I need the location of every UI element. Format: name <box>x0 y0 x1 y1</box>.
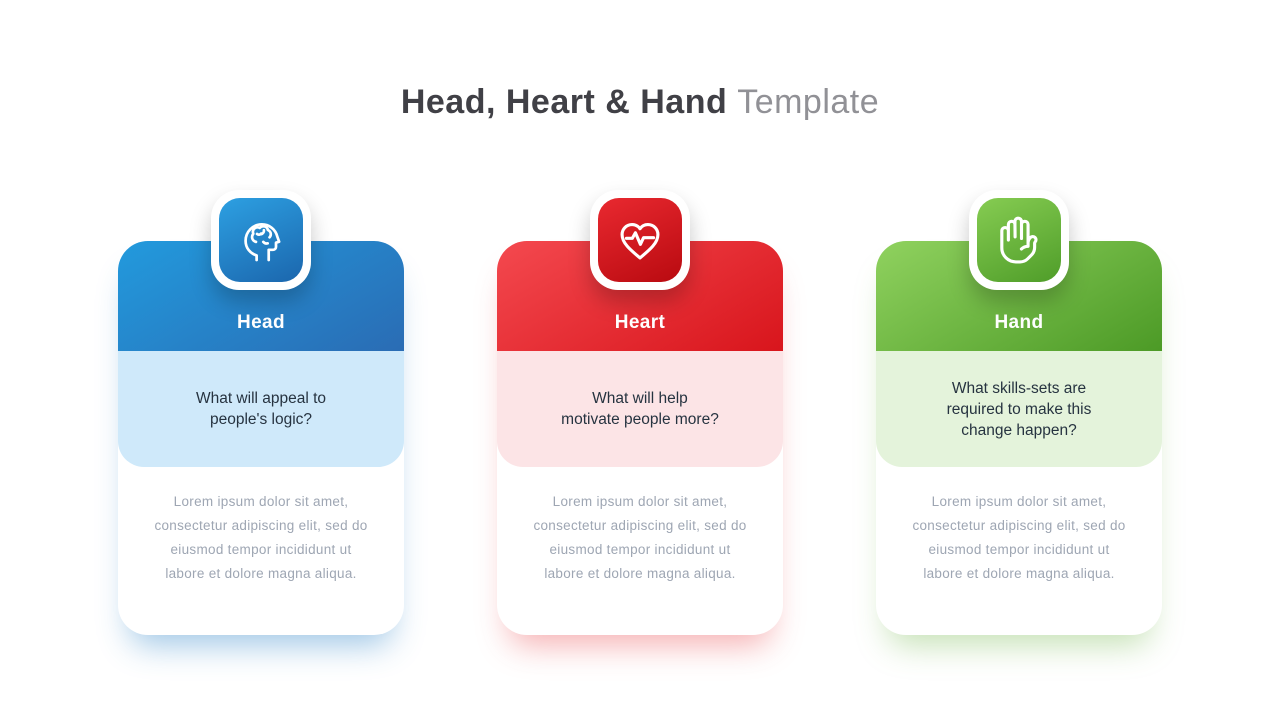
card-title: Heart <box>614 312 666 333</box>
title-light-part <box>727 83 737 121</box>
card-hand: Hand What skills-sets are required to ma… <box>876 190 1162 635</box>
card-question: What skills-sets are required to make th… <box>876 351 1162 467</box>
title-regular-part: Template <box>737 83 880 121</box>
card-body-text: Lorem ipsum dolor sit amet, consectetur … <box>912 494 1126 581</box>
heart-icon-tile <box>598 198 682 282</box>
head-profile-brain-icon <box>244 223 281 262</box>
card-title: Hand <box>994 312 1044 333</box>
hand-icon-tile <box>977 198 1061 282</box>
hand-icon-badge <box>969 190 1069 290</box>
card-head: Head What will appeal to people's logic?… <box>118 190 404 635</box>
heart-pulse-icon <box>620 223 660 260</box>
card-question: What will help motivate people more? <box>497 351 783 467</box>
page-title: Head, Heart & Hand Template <box>0 82 1280 122</box>
head-icon-tile <box>219 198 303 282</box>
title-bold-part: Head, Heart & Hand <box>400 83 728 121</box>
card-body-text: Lorem ipsum dolor sit amet, consectetur … <box>533 494 747 581</box>
card-question: What will appeal to people's logic? <box>118 351 404 467</box>
raised-hand-icon <box>1000 216 1038 264</box>
head-icon-badge <box>211 190 311 290</box>
heart-icon-badge <box>590 190 690 290</box>
card-title: Head <box>236 312 286 333</box>
card-header: Hand <box>876 241 1162 351</box>
card-heart: Heart What will help motivate people mor… <box>497 190 783 635</box>
cards-row: Head What will appeal to people's logic?… <box>0 190 1280 635</box>
card-body-text: Lorem ipsum dolor sit amet, consectetur … <box>154 494 368 581</box>
